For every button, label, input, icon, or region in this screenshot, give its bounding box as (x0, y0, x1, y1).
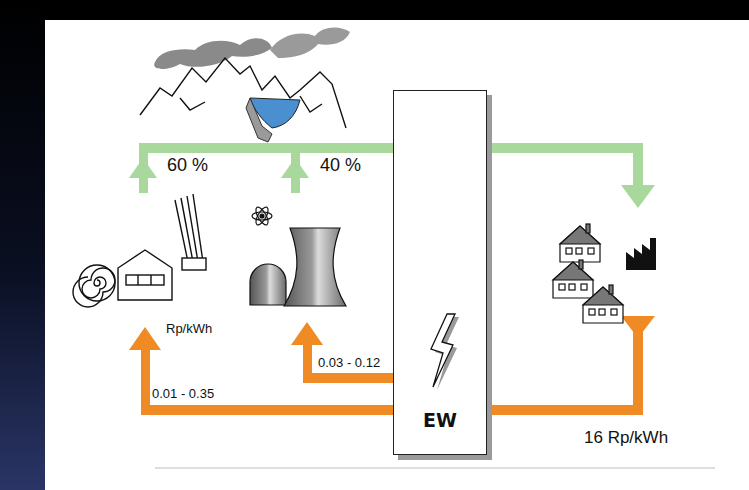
share-percent: 40 % (320, 156, 361, 176)
energy-flow (129, 143, 655, 208)
consumers (553, 224, 656, 323)
utility-box: EW (393, 90, 487, 455)
mountains (140, 58, 346, 128)
price-range: 0.03 - 0.12 (318, 356, 380, 370)
hydro-plant (73, 194, 206, 307)
nuclear-plant (250, 205, 346, 306)
share-percent: 60 % (167, 156, 208, 176)
node-text: EW (394, 409, 486, 431)
unit-label: Rp/kWh (166, 322, 212, 336)
price-label: 16 Rp/kWh (584, 429, 668, 448)
clouds (154, 27, 350, 69)
money-flow (129, 316, 655, 415)
price-range: 0.01 - 0.35 (152, 387, 214, 401)
slide-edge (0, 0, 45, 490)
lightning-symbol (394, 91, 488, 456)
lightning-bolt (431, 314, 455, 387)
footer-rule (155, 467, 715, 468)
reservoir (246, 98, 300, 142)
